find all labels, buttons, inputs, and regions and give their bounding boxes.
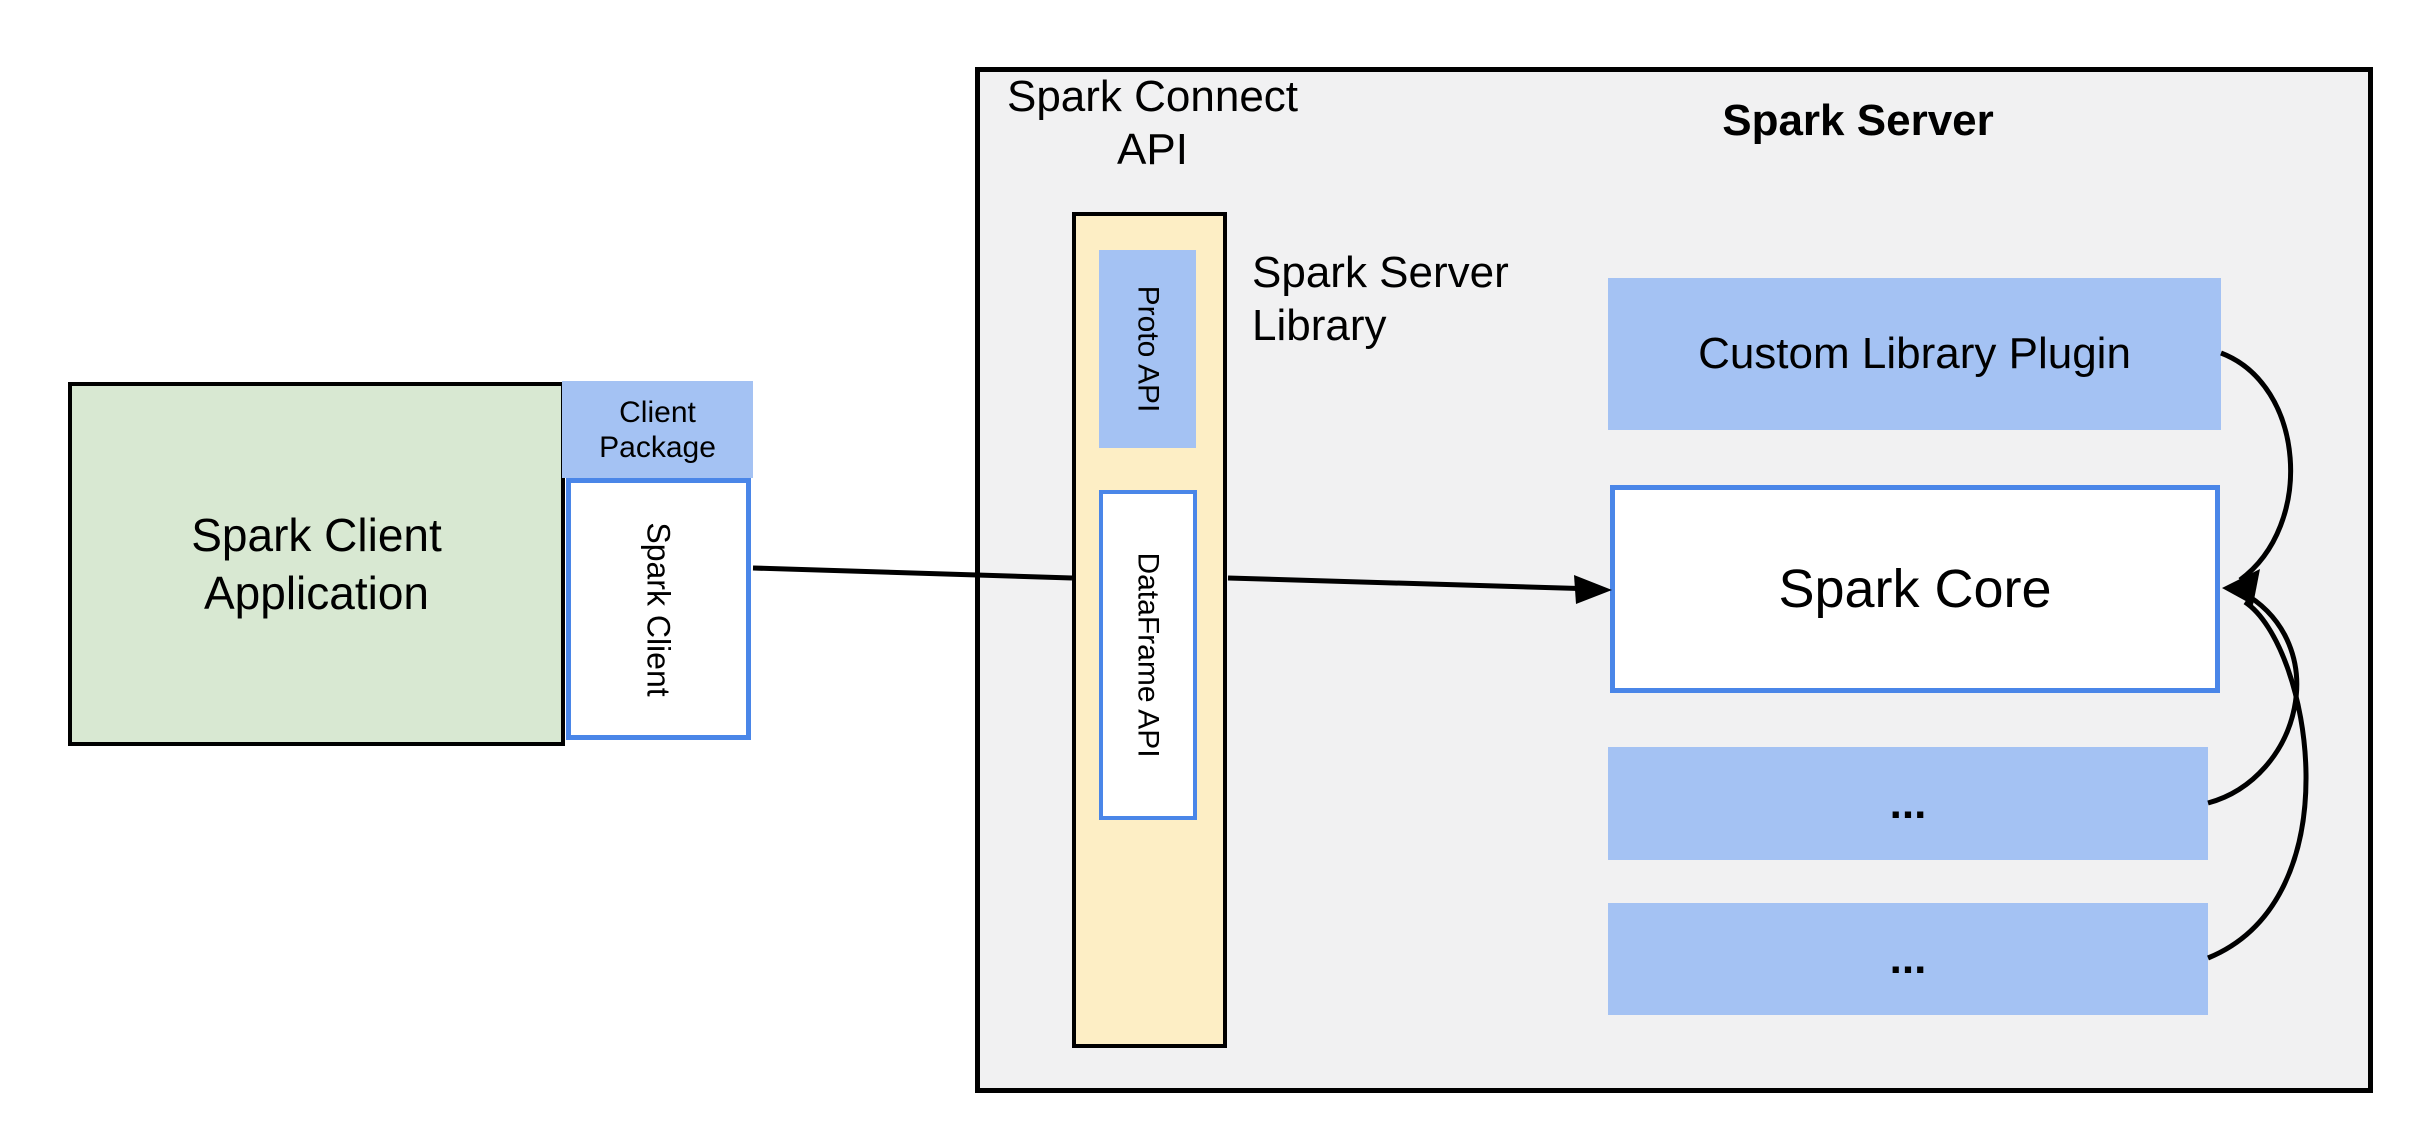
plugin-ellipsis-box-1: ... <box>1608 747 2208 860</box>
spark-connect-title: Spark Connect API <box>975 70 1330 180</box>
plugin-ellipsis-box-2: ... <box>1608 903 2208 1015</box>
client-package-label-line2: Package <box>599 430 716 464</box>
spark-server-library-label-line2: Library <box>1252 301 1387 350</box>
spark-server-library-label-line1: Spark Server <box>1252 248 1509 297</box>
spark-core-box: Spark Core <box>1610 485 2220 693</box>
plugin-ellipsis-label-1: ... <box>1889 778 1927 828</box>
spark-client-box: Spark Client <box>566 478 751 740</box>
spark-client-label: Spark Client <box>640 521 677 697</box>
plugin-ellipsis-label-2: ... <box>1889 934 1927 983</box>
spark-server-library-label: Spark Server Library <box>1252 246 1582 361</box>
client-package-label-line1: Client <box>619 395 696 429</box>
spark-core-label: Spark Core <box>1778 559 2052 619</box>
spark-client-application-label-line2: Application <box>203 567 430 619</box>
custom-library-plugin-label: Custom Library Plugin <box>1698 329 2131 378</box>
spark-connect-title-line1: Spark Connect <box>1006 72 1299 121</box>
spark-client-application-label-line1: Spark Client <box>191 509 442 561</box>
spark-server-title: Spark Server <box>1722 96 1994 145</box>
proto-api-label: Proto API <box>1131 285 1165 413</box>
spark-connect-title-line2: API <box>1117 125 1188 174</box>
proto-api-box: Proto API <box>1099 250 1196 448</box>
client-package-box: Client Package <box>562 381 753 478</box>
dataframe-api-box: DataFrame API <box>1099 490 1197 820</box>
dataframe-api-label: DataFrame API <box>1132 552 1166 758</box>
custom-library-plugin-box: Custom Library Plugin <box>1608 278 2221 430</box>
spark-client-application-box: Spark Client Application <box>68 382 565 746</box>
